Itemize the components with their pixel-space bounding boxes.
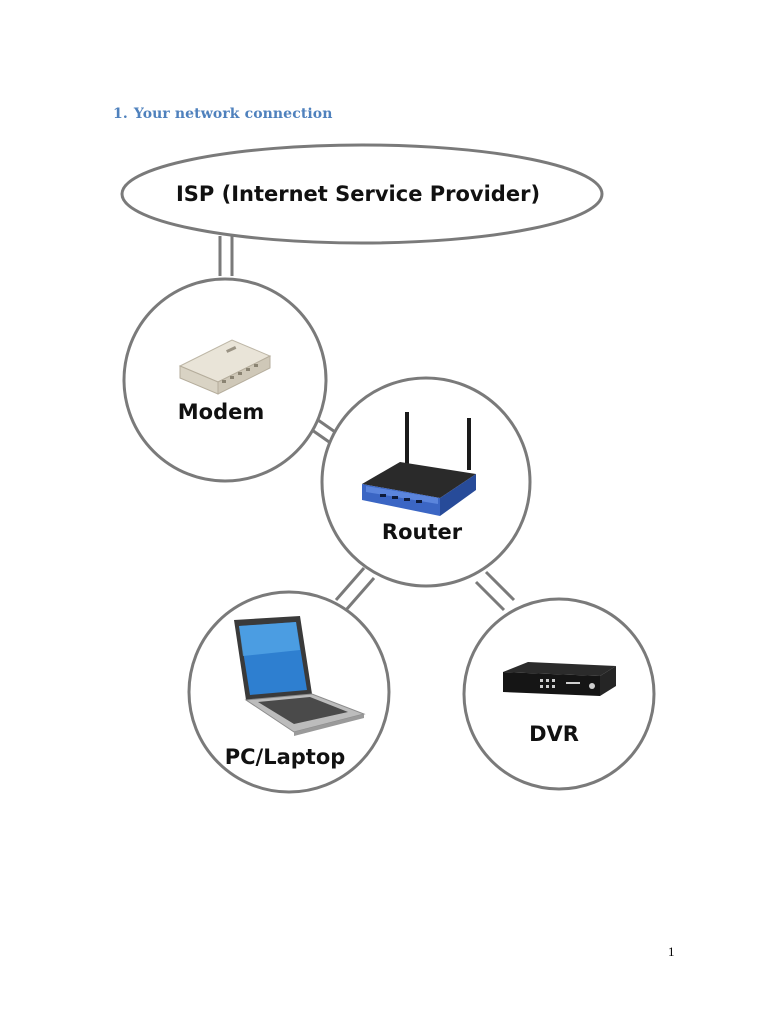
router-label: Router [382,520,463,544]
connector-router-dvr [474,570,516,612]
section-number: 1. [113,106,128,122]
router-icon [362,412,476,516]
section-heading: 1. Your network connection [113,106,333,122]
dvr-icon [503,662,616,696]
dvr-label: DVR [529,722,579,746]
connector-router-pc [334,567,376,611]
pc-label: PC/Laptop [225,745,346,769]
page-number: 1 [668,944,675,959]
section-title: Your network connection [133,106,333,122]
modem-icon [178,339,272,395]
connector-isp-modem [218,236,234,276]
isp-ellipse [120,143,604,245]
modem-label: Modem [178,400,264,424]
isp-label: ISP (Internet Service Provider) [176,182,540,206]
laptop-icon [234,616,366,736]
